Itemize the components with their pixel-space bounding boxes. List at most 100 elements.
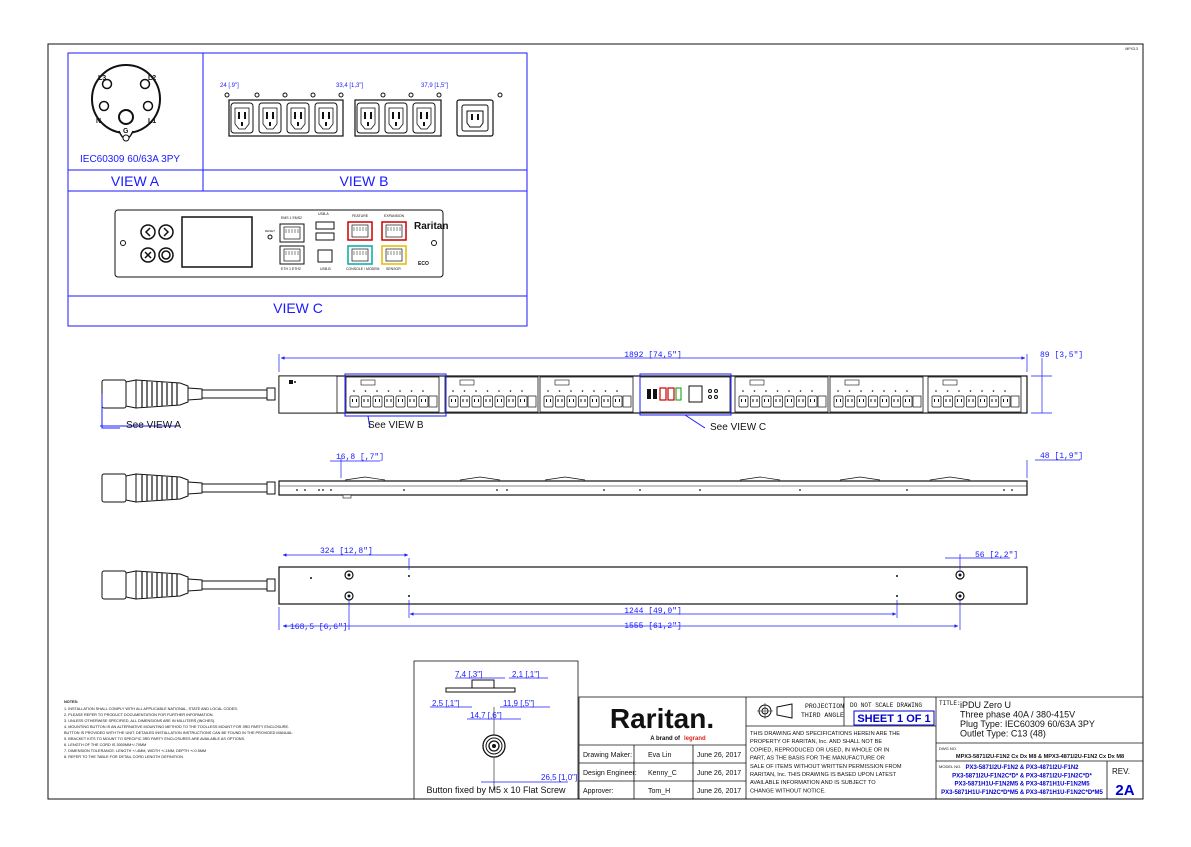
rev-label: REV. (1112, 767, 1130, 776)
dim-back-d: 168,5 [6,6"] (290, 623, 348, 632)
svg-text:37,9 [1,5"]: 37,9 [1,5"] (421, 83, 448, 89)
detail-caption: Button fixed by M5 x 10 Flat Screw (426, 785, 566, 795)
title-label: TITLE: (939, 700, 961, 707)
view-a-label: VIEW A (111, 173, 160, 189)
scale-note: DO NOT SCALE DRAWING (850, 702, 922, 709)
view-a-inlet: L3 L2 N L1 G (91, 64, 161, 142)
dim-overall-length: 1892 [74,5"] (624, 351, 682, 360)
role-label: Drawing Maker: (583, 752, 632, 759)
model-line: PX3-5871H1U-F1N2M5 & PX3-4871H1U-F1N2M5 (954, 782, 1090, 788)
note-line: 5. BRACKET KITS TO MOUNT TO SPECIFIC 3RD… (64, 737, 245, 741)
person-name: Tom_H (648, 788, 670, 795)
note-line: 4. MOUNTING BUTTON IS AN ALTERNATIVE MOU… (64, 725, 289, 729)
button-detail (413, 660, 579, 800)
dwg-number: MPX3-5871I2U-F1N2 Cx Dx M8 & MPX3-4871I2… (956, 754, 1124, 760)
svg-text:CONSOLE / MODEM: CONSOLE / MODEM (346, 267, 380, 271)
view-c-badge: ECO (418, 261, 429, 267)
disclaimer: THIS DRAWING AND SPECIFICATIONS HEREIN A… (750, 731, 902, 794)
back-view (101, 566, 1028, 605)
svg-text:14,7 [,6"]: 14,7 [,6"] (470, 711, 502, 720)
dim-back-e: 1555 [61,2"] (624, 622, 682, 631)
note-line: 6. LENGTH OF THE CORD IS 3000MM+/-70MM (64, 743, 146, 747)
disclaimer-line: CHANGE WITHOUT NOTICE. (750, 788, 826, 794)
role-label: Approver: (583, 788, 613, 795)
note-line: 3. UNLESS OTHERWISE SPECIFIED, ALL DIMEN… (64, 719, 215, 723)
title-line: Three phase 40A / 380-415V (960, 710, 1075, 720)
disclaimer-line: SALE OF ITEMS WITHOUT WRITTEN PERMISSION… (750, 764, 902, 770)
lcd-display (181, 216, 253, 268)
projection-type: THIRD ANGLE (801, 712, 844, 719)
note-line: 7. DIMENSION TOLERANCE: LENGTH +/-4MM, W… (64, 749, 206, 753)
svg-text:11,9 [,5"]: 11,9 [,5"] (503, 699, 534, 708)
brand-tagline: A brand of (650, 736, 681, 742)
view-b-dims: 24 [.9"] 33,4 [1,3"] 37,9 [1,5"] (220, 83, 448, 89)
pin-g: G (123, 128, 129, 135)
pin-l1: L1 (148, 118, 156, 125)
view-c-label: VIEW C (273, 300, 323, 316)
ok-icon (158, 247, 174, 263)
see-view-b: See VIEW B (368, 420, 424, 431)
projection-icon (757, 703, 793, 719)
svg-text:SENSOR: SENSOR (386, 267, 401, 271)
disclaimer-line: AVAILABLE INFORMATION AND IS SUBJECT TO (750, 780, 876, 786)
note-line: 8. REFER TO THE TABLE FOR DETAIL CORD LE… (64, 755, 183, 759)
dim-back-a: 324 [12,8"] (320, 547, 373, 556)
pin-l3: L3 (98, 75, 106, 82)
dim-back-b: 56 [2,2"] (975, 551, 1018, 560)
sheet-code: MPX3-3 (1125, 47, 1138, 51)
note-line: 1. INSTALLATION SHALL COMPLY WITH ALL AP… (64, 707, 238, 711)
svg-text:2,5 [,1"]: 2,5 [,1"] (432, 699, 459, 708)
detail-dims: 7,4 [,3"] 2,1 [,1"] 2,5 [,1"] 11,9 [,5"]… (432, 670, 577, 782)
svg-text:33,4 [1,3"]: 33,4 [1,3"] (336, 83, 363, 89)
sign-date: June 26, 2017 (697, 752, 741, 759)
model-line: PX3-5871H1U-F1N2C*D*M5 & PX3-4871H1U-F1N… (941, 790, 1103, 796)
svg-text:EXPANSION: EXPANSION (384, 214, 405, 218)
front-view (101, 375, 1028, 414)
title-line: iPDU Zero U (960, 700, 1011, 710)
person-name: Kenny_C (648, 770, 677, 777)
pin-n: N (96, 118, 101, 125)
dim-depth: 89 [3,5"] (1040, 351, 1083, 360)
view-c-ports (279, 221, 407, 265)
svg-text:USB-B: USB-B (320, 267, 331, 271)
dwg-label: DWG NO. (939, 746, 957, 751)
left-arrow-icon (140, 224, 156, 240)
dim-side-b: 48 [1,9"] (1040, 452, 1083, 461)
svg-text:NOTES:: NOTES: (64, 700, 78, 704)
svg-text:24 [.9"]: 24 [.9"] (220, 83, 239, 89)
view-b-label: VIEW B (339, 173, 388, 189)
model-numbers: PX3-5871I2U-F1N2 & PX3-4871I2U-F1N2PX3-5… (941, 765, 1103, 796)
legrand-logo: legrand (684, 736, 706, 742)
disclaimer-line: THIS DRAWING AND SPECIFICATIONS HEREIN A… (750, 731, 900, 737)
view-a-inlet-text: IEC60309 60/63A 3PY (80, 154, 180, 165)
disclaimer-line: PROPERTY OF RARITAN, Inc. AND SHALL NOT … (750, 739, 882, 745)
sheet-number: SHEET 1 OF 1 (857, 713, 930, 725)
views-frame (67, 52, 528, 327)
model-label: MODEL NO. (939, 764, 961, 769)
right-arrow-icon (158, 224, 174, 240)
dim-side-a: 16,8 [,7"] (336, 453, 384, 462)
person-name: Eva Lin (648, 752, 671, 759)
see-view-a: See VIEW A (126, 420, 181, 431)
role-label: Design Engineer: (583, 770, 637, 777)
svg-text:FEATURE: FEATURE (352, 214, 369, 218)
pin-l2: L2 (148, 75, 156, 82)
title-block (578, 696, 1144, 800)
disclaimer-line: RARITAN, Inc. THIS DRAWING IS BASED UPON… (750, 772, 897, 778)
note-line: BUTTON IS PROVIDED WITH THE UNIT. DETAIL… (64, 731, 293, 735)
svg-text:26,5 [1,0"]: 26,5 [1,0"] (541, 773, 577, 782)
notes: NOTES: 1. INSTALLATION SHALL COMPLY WITH… (64, 700, 293, 759)
rev-value: 2A (1115, 782, 1134, 799)
sign-date: June 26, 2017 (697, 788, 741, 795)
title-line: Outlet Type: C13 (48) (960, 729, 1046, 739)
view-c-brand: Raritan (414, 221, 448, 232)
svg-text:2,1 [,1"]: 2,1 [,1"] (512, 670, 539, 679)
model-line: PX3-5871I2U-F1N2C*D* & PX3-4871I2U-F1N2C… (952, 773, 1092, 779)
note-line: 2. PLEASE REFER TO PRODUCT DOCUMENTATION… (64, 713, 214, 717)
title-line: Plug Type: IEC60309 60/63A 3PY (960, 719, 1095, 729)
view-b-outlets (224, 92, 503, 137)
see-view-c: See VIEW C (710, 422, 766, 433)
